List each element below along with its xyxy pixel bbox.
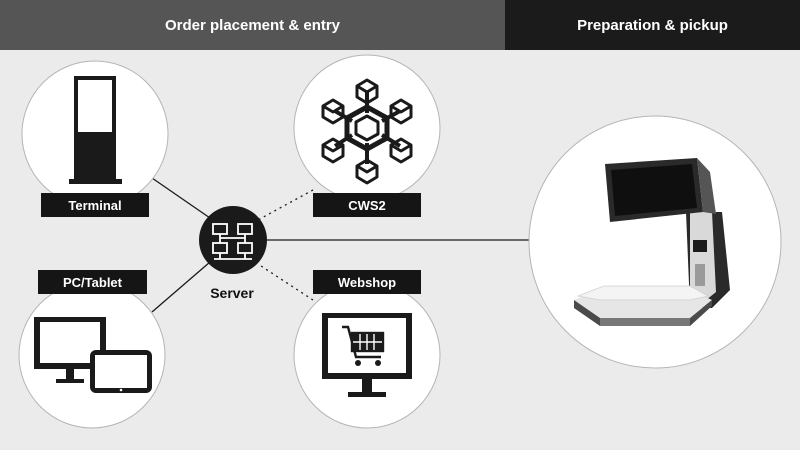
shopping-cart-monitor-icon <box>322 313 412 397</box>
connector-pc-server <box>151 261 211 313</box>
cws2-label: CWS2 <box>313 193 421 217</box>
pc-tablet-label: PC/Tablet <box>38 270 147 294</box>
preparation-pickup-header: Preparation & pickup <box>505 0 800 50</box>
server-network-icon <box>212 223 253 260</box>
scale-circle <box>528 115 782 369</box>
network-cubes-icon <box>321 78 413 185</box>
webshop-label: Webshop <box>313 270 421 294</box>
terminal-label: Terminal <box>41 193 149 217</box>
connector-terminal-server <box>151 177 211 219</box>
connector-webshop-server <box>257 263 314 301</box>
connectors <box>151 177 532 313</box>
server-circle <box>199 206 267 274</box>
monitor-tablet-icon <box>34 317 152 393</box>
kiosk-terminal-icon <box>69 76 122 184</box>
cws2-circle <box>293 54 441 202</box>
scale-pos-icon <box>574 158 730 326</box>
order-placement-header: Order placement & entry <box>0 0 505 50</box>
server-label: Server <box>210 285 254 301</box>
connector-cws2-server <box>257 189 314 221</box>
